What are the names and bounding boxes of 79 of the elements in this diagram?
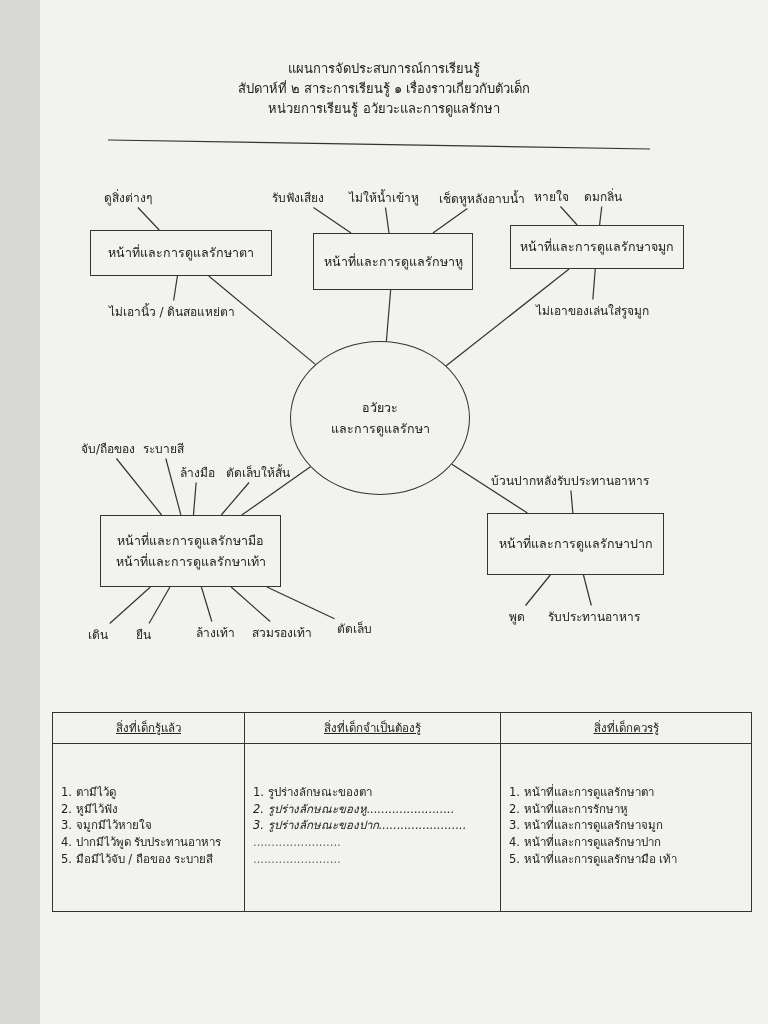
connector-line [137, 206, 160, 231]
connector-line [165, 457, 182, 516]
list-item: 3. รูปร่างลักษณะของปาก........................ [253, 817, 467, 834]
leaf-text: ล้างเท้า [193, 621, 237, 643]
leaf-text: หายใจ [531, 185, 571, 207]
title: แผนการจัดประสบการณ์การเรียนรู้ [287, 60, 481, 79]
leaf-text: สวมรองเท้า [250, 621, 314, 643]
topic-box [510, 225, 684, 269]
list-item: 1. ตามีไว้ดู [61, 784, 116, 801]
box-text: หน้าที่และการดูแลรักษาจมูก [520, 237, 674, 257]
column-header: สิ่งที่เด็กจำเป็นต้องรู้ [324, 721, 421, 735]
connector-line [384, 206, 390, 234]
connector-line [200, 586, 213, 623]
connector-line [192, 481, 197, 516]
box-text: หน้าที่และการดูแลรักษามือ [117, 531, 264, 551]
list-item: 1. รูปร่างลักษณะของตา [253, 784, 372, 801]
list-item: 1. หน้าที่และการดูแลรักษาตา [509, 784, 654, 801]
leaf-text: ไม่เอาของเล่นใส่รูจมูก [533, 299, 651, 321]
connector-line [115, 457, 163, 516]
leaf-text: ดมกลิ่น [582, 185, 624, 207]
leaf-text: ตัดเล็บให้สั้น [224, 461, 292, 483]
leaf-text: ไม่ให้น้ำเข้าหู [347, 186, 421, 208]
connector-line [559, 205, 578, 226]
connector-line [432, 207, 468, 234]
connector-line [599, 205, 603, 226]
leaf-text: จับ/ถือของ [79, 437, 137, 459]
subtitle: หน่วยการเรียนรู้ อวัยวะและการดูแลรักษา [267, 100, 501, 119]
list-item: ........................ [253, 834, 341, 851]
connector-line [148, 586, 171, 625]
box-text: และการดูแลรักษา [330, 420, 430, 439]
list-item: 3. จมูกมีไว้หายใจ [61, 817, 152, 834]
connector-line [208, 275, 316, 365]
connector-line [385, 289, 392, 342]
connector-line [570, 489, 574, 514]
leaf-text: พูด [507, 605, 527, 627]
list-item: 3. หน้าที่และการดูแลรักษาจมูก [509, 817, 663, 834]
box-text: หน้าที่และการดูแลรักษาเท้า [115, 552, 266, 572]
leaf-text: ยืน [133, 623, 153, 645]
connector-line [312, 206, 352, 234]
leaf-text: ระบายสี [140, 437, 186, 459]
leaf-text: เช็ดหูหลังอาบน้ำ [437, 187, 527, 209]
list-item: 5. มือมีไว้จับ / ถือของ ระบายสี [61, 850, 214, 868]
box-text: หน้าที่และการดูแลรักษาหู [323, 252, 463, 272]
connector-line [592, 268, 596, 301]
leaf-text: รับประทานอาหาร [546, 605, 642, 627]
connector-line [524, 574, 551, 607]
connector-line [220, 481, 250, 516]
leaf-text: รับฟังเสียง [270, 186, 326, 208]
list-item: 2. หน้าที่และการรักษาหู [509, 800, 628, 817]
connector-line [241, 466, 312, 516]
leaf-text: ล้างมือ [177, 461, 217, 483]
leaf-text: บ้วนปากหลังรับประทานอาหาร [489, 469, 651, 491]
column-header: สิ่งที่เด็กรู้แล้ว [116, 721, 181, 735]
list-item: 2. รูปร่างลักษณะของหู........................ [253, 800, 455, 818]
leaf-text: เดิน [86, 623, 110, 645]
list-item: ........................ [253, 850, 341, 868]
connector-line [451, 463, 528, 514]
connector-line [266, 586, 336, 620]
column-header: สิ่งที่เด็กควรรู้ [593, 721, 659, 735]
leaf-text: ตัดเล็บ [334, 617, 374, 639]
topic-box [90, 230, 272, 276]
list-item: 4. หน้าที่และการดูแลรักษาปาก [509, 834, 661, 851]
topic-box [487, 513, 664, 575]
leaf-text: ไม่เอานิ้ว / ดินสอแหย่ตา [106, 300, 238, 322]
box-text: หน้าที่และการดูแลรักษาตา [108, 243, 254, 263]
connector-line [445, 268, 570, 367]
connector-line [230, 586, 271, 623]
topic-box [313, 233, 473, 290]
connector-line [109, 586, 151, 625]
list-item: 5. หน้าที่และการดูแลรักษามือ เท้า [509, 850, 678, 868]
list-item: 2. หูมีไว้ฟัง [61, 800, 118, 818]
connector-line [582, 574, 592, 607]
list-item: 4. ปากมีไว้พูด รับประทานอาหาร [61, 834, 222, 851]
topic-box [100, 515, 281, 587]
subtitle: สัปดาห์ที่ ๒ สาระการเรียนรู้ ๑ เรื่องราวเกี่ยวกับตัวเด็ก [236, 78, 532, 99]
box-text: อวัยวะ [362, 398, 398, 417]
leaf-text: ดูสิ่งต่างๆ [102, 186, 154, 208]
box-text: หน้าที่และการดูแลรักษาปาก [498, 534, 653, 554]
connector-line [173, 275, 179, 302]
